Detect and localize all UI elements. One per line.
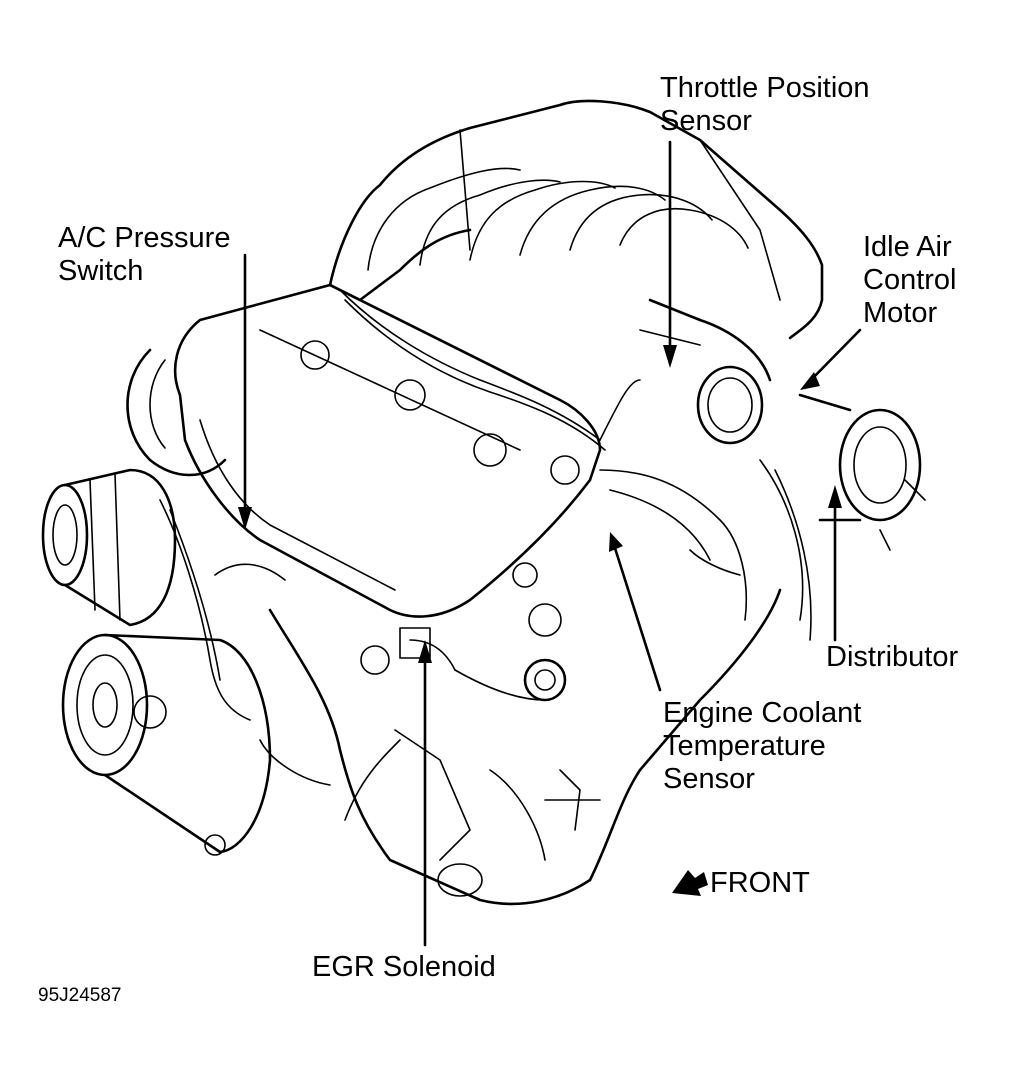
label-line: Sensor xyxy=(663,763,755,795)
egr-assembly xyxy=(399,562,567,702)
label-throttle-position-sensor: Throttle Position Sensor xyxy=(660,72,870,138)
label-line: Throttle Position xyxy=(660,72,870,104)
label-line: Switch xyxy=(58,255,144,287)
label-line: Idle Air xyxy=(863,231,952,263)
leader-lines xyxy=(238,140,862,947)
label-ac-pressure-switch: A/C Pressure Switch xyxy=(58,222,230,288)
front-pulley xyxy=(126,348,227,477)
label-line: Sensor xyxy=(660,105,752,137)
front-arrow-icon xyxy=(672,870,708,896)
label-line: Distributor xyxy=(826,641,959,673)
label-front: FRONT xyxy=(710,867,810,899)
label-idle-air-control-motor: Idle Air Control Motor xyxy=(863,231,957,330)
intake-manifold xyxy=(328,99,824,340)
ac-compressor xyxy=(61,633,331,856)
label-line: Temperature xyxy=(663,730,826,762)
label-line: Engine Coolant xyxy=(663,697,862,729)
valve-cover xyxy=(173,283,602,675)
label-line: Control xyxy=(863,264,957,296)
label-line: A/C Pressure xyxy=(58,222,231,254)
alternator xyxy=(41,468,177,627)
engine-block xyxy=(268,588,782,906)
throttle-body xyxy=(639,298,926,551)
label-line: Motor xyxy=(863,297,938,329)
label-engine-coolant-temperature-sensor: Engine Coolant Temperature Sensor xyxy=(663,697,861,796)
label-line: EGR Solenoid xyxy=(312,951,496,983)
wiring-harness xyxy=(159,289,812,721)
label-egr-solenoid: EGR Solenoid xyxy=(312,951,496,984)
label-distributor: Distributor xyxy=(826,641,958,674)
figure-code: 95J24587 xyxy=(38,985,122,1006)
